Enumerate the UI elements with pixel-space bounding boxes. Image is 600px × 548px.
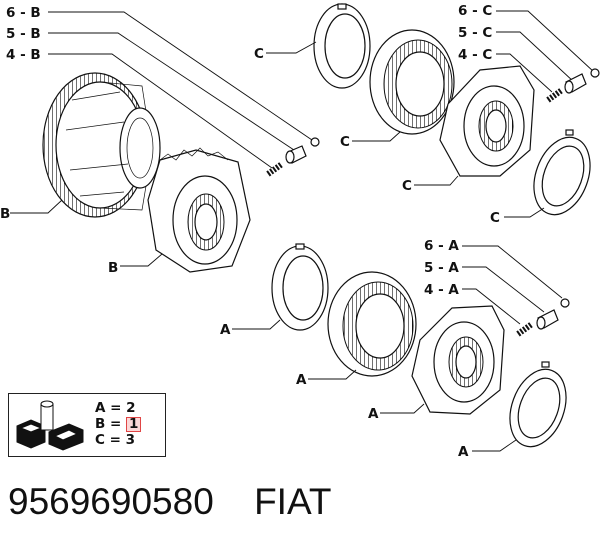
highlighted-quantity: 1 [126,417,142,432]
callout-4-a: 4 - A [424,282,459,298]
sync-ring-c-right [533,129,591,216]
leader-4-c [496,53,553,93]
ball-a [560,298,570,308]
part-caption: 9569690580 FIAT [8,481,331,523]
label-sleeve-a: A [296,372,307,388]
sync-hub-a [411,305,505,415]
sync-ring-c-top [313,3,371,89]
leader-6-b [48,11,313,141]
label-hub-a: A [368,406,379,422]
label-ring-a-right: A [458,444,469,460]
callout-group-b-top: 6 - B 5 - B 4 - B [6,5,313,169]
leader-sleeve-a [308,369,357,380]
label-ring-a-top: A [220,322,231,338]
leader-5-b [48,32,295,151]
label-ring-c-top: C [254,46,264,62]
leader-4-b [48,53,273,169]
detent-pin-c [564,73,587,94]
leader-hub-c [414,175,459,186]
leader-6-c [496,10,595,73]
sync-hub-b [147,147,251,273]
leader-hub-b [120,253,163,267]
label-hub-b: B [108,260,118,276]
sync-ring-a-top [271,243,329,331]
callout-5-b: 5 - B [6,26,41,42]
spring-c [546,87,564,103]
legend-row-a: A = 2 [95,400,136,416]
ball-c [590,68,600,78]
callout-group-a: 6 - A 5 - A 4 - A [424,238,563,325]
callout-group-c-top: 6 - C 5 - C 4 - C [458,3,595,93]
leader-ring-c-right [504,207,545,218]
legend-row-b: B = 1 [95,416,142,432]
leader-hub-a [380,403,425,414]
detent-pin-a [536,309,559,330]
detent-pin-b [285,145,307,164]
callout-5-a: 5 - A [424,260,459,276]
leader-ring-a-top [232,319,281,330]
leader-ring-c-top [266,41,317,54]
leader-sleeve-c [352,131,401,142]
callout-4-c: 4 - C [458,47,492,63]
spring-b [266,161,284,177]
callout-6-b: 6 - B [6,5,41,21]
leader-ring-a-right [472,439,517,452]
part-number: 9569690580 [8,481,214,522]
label-sleeve-c: C [340,134,350,150]
sleeve-c [369,29,455,135]
leader-5-a [462,266,545,313]
brand-name: FIAT [254,481,332,522]
callout-4-b: 4 - B [6,47,41,63]
leader-6-a [462,245,563,299]
sync-hub-c [439,65,535,177]
ball-b [310,137,320,147]
leader-large-gear-b [10,199,63,214]
label-hub-c: C [402,178,412,194]
callout-6-a: 6 - A [424,238,459,254]
quantity-legend: A = 2 B = 1 C = 3 [8,393,166,457]
leader-5-c [496,31,575,83]
legend-rows: A = 2 B = 1 C = 3 [95,400,142,448]
label-large-gear-b: B [0,206,10,222]
label-ring-c-right: C [490,210,500,226]
callout-6-c: 6 - C [458,3,492,19]
sleeve-a [327,271,417,377]
spring-a [516,321,534,337]
callout-5-c: 5 - C [458,25,492,41]
sync-ring-a-right [509,361,567,448]
large-gear-b [42,72,161,218]
kit-icon [16,400,84,451]
legend-row-c: C = 3 [95,432,136,448]
leader-4-a [462,288,521,325]
